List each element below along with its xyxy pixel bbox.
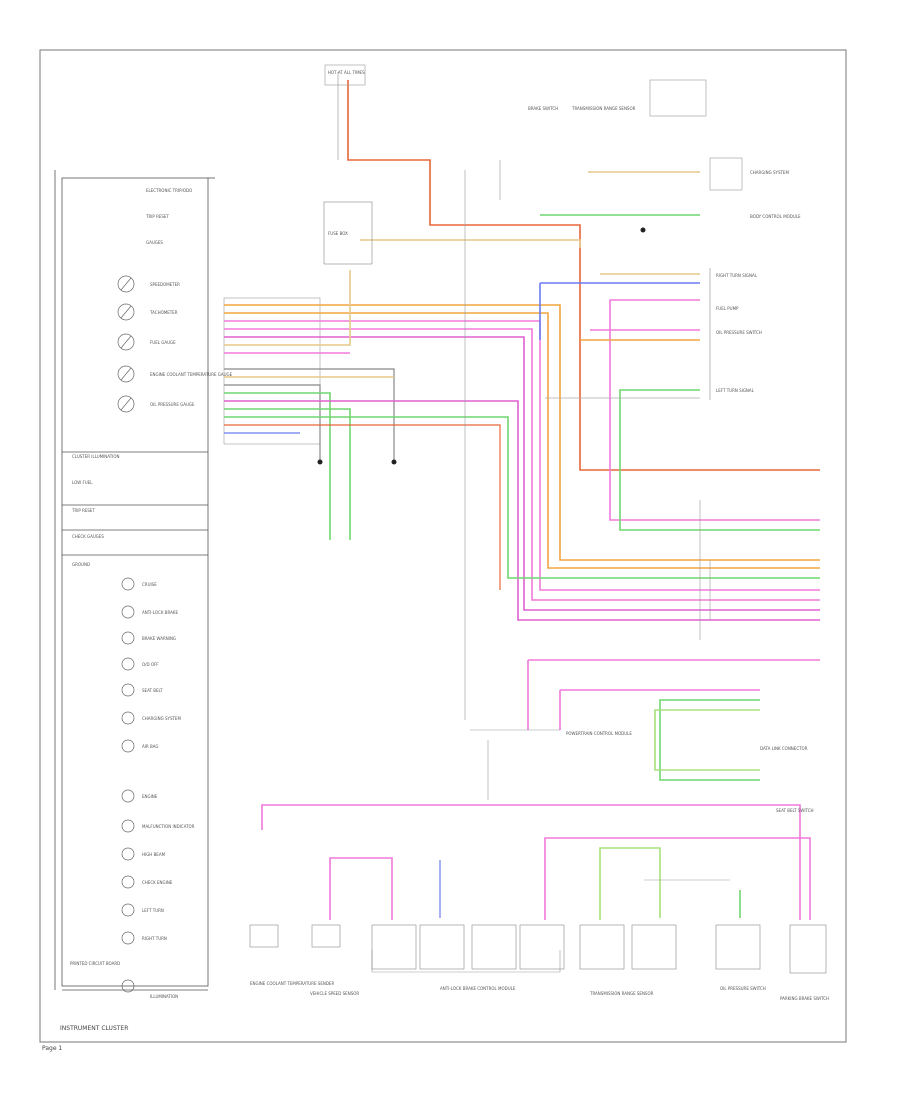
indicator-label-11: LEFT TURN (142, 908, 164, 913)
bottom-component-2: ANTI-LOCK BRAKE CONTROL MODULE (440, 986, 516, 991)
cluster-bottom-label-1: ILLUMINATION (150, 994, 178, 999)
indicator-label-4: SEAT BELT (142, 688, 163, 693)
center-label-1: DATA LINK CONNECTOR (760, 746, 808, 751)
center-label-0: POWERTRAIN CONTROL MODULE (566, 731, 632, 736)
indicator-label-5: CHARGING SYSTEM (142, 716, 181, 721)
ground-symbols (317, 227, 646, 465)
indicator-label-9: HIGH BEAM (142, 852, 166, 857)
gauge-label-1: TACHOMETER (149, 310, 178, 315)
side-label-4: GROUND (72, 562, 90, 567)
bottom-component-3: TRANSMISSION RANGE SENSOR (589, 991, 654, 996)
top-components: HOT AT ALL TIMES FUSE BOX BRAKE SWITCH T… (323, 64, 707, 265)
side-label-3: CHECK GAUGES (72, 534, 104, 539)
connector-block-left (223, 297, 321, 445)
diagram-frame (39, 49, 847, 1043)
indicator-label-0: CRUISE (142, 582, 157, 587)
instrument-cluster: ELECTRONIC TRIP/ODO TRIP RESET GAUGES SP… (54, 170, 233, 999)
page-label: Page 1 (42, 1045, 62, 1052)
right-connector-4: FUEL PUMP (716, 306, 739, 311)
cluster-bottom-label-0: PRINTED CIRCUIT BOARD (70, 961, 120, 966)
bottom-component-1: VEHICLE SPEED SENSOR (310, 991, 359, 996)
thin-lines (371, 160, 730, 973)
side-label-2: TRIP RESET (71, 508, 95, 513)
top-component-2: BRAKE SWITCH (528, 106, 558, 111)
top-component-3: TRANSMISSION RANGE SENSOR (571, 106, 636, 111)
top-component-0: HOT AT ALL TIMES (328, 70, 365, 75)
side-label-1: LOW FUEL (72, 480, 93, 485)
gauge-label-2: FUEL GAUGE (150, 340, 176, 345)
indicator-lamps (121, 577, 135, 945)
indicator-label-10: CHECK ENGINE (142, 880, 173, 885)
indicator-label-2: BRAKE WARNING (142, 636, 176, 641)
bottom-component-4: OIL PRESSURE SWITCH (720, 986, 766, 991)
wiring (224, 72, 820, 920)
right-connector-0: CHARGING SYSTEM (750, 170, 789, 175)
side-label-0: CLUSTER ILLUMINATION (72, 454, 120, 459)
indicator-label-1: ANTI-LOCK BRAKE (142, 610, 178, 615)
cluster-top-label-0: ELECTRONIC TRIP/ODO (146, 188, 192, 193)
cluster-top-label-1: TRIP RESET (145, 214, 169, 219)
indicator-label-12: RIGHT TURN (142, 936, 167, 941)
right-connector-2: RIGHT TURN SIGNAL (716, 273, 758, 278)
bottom-components (249, 924, 827, 974)
diagram-title: INSTRUMENT CLUSTER (60, 1025, 128, 1032)
gauge-label-4: OIL PRESSURE GAUGE (150, 402, 195, 407)
indicator-label-3: O/D OFF (142, 662, 159, 667)
right-connector-5: OIL PRESSURE SWITCH (716, 330, 762, 335)
indicator-label-7: ENGINE (142, 794, 158, 799)
cluster-top-label-2: GAUGES (146, 240, 163, 245)
bottom-component-0: ENGINE COOLANT TEMPERATURE SENDER (250, 981, 334, 986)
indicator-label-6: AIR BAG (142, 744, 158, 749)
gauge-symbols (117, 275, 135, 413)
bottom-component-5: PARKING BRAKE SWITCH (780, 996, 829, 1001)
right-connectors: CHARGING SYSTEM BODY CONTROL MODULE RIGH… (709, 157, 801, 400)
indicator-label-8: MALFUNCTION INDICATOR (142, 824, 195, 829)
gauge-label-0: SPEEDOMETER (150, 282, 180, 287)
right-connector-3: LEFT TURN SIGNAL (716, 388, 755, 393)
gauge-label-3: ENGINE COOLANT TEMPERATURE GAUGE (150, 372, 233, 377)
top-component-1: FUSE BOX (328, 231, 348, 236)
right-connector-1: BODY CONTROL MODULE (750, 214, 801, 219)
center-label-2: SEAT BELT SWITCH (776, 808, 814, 813)
